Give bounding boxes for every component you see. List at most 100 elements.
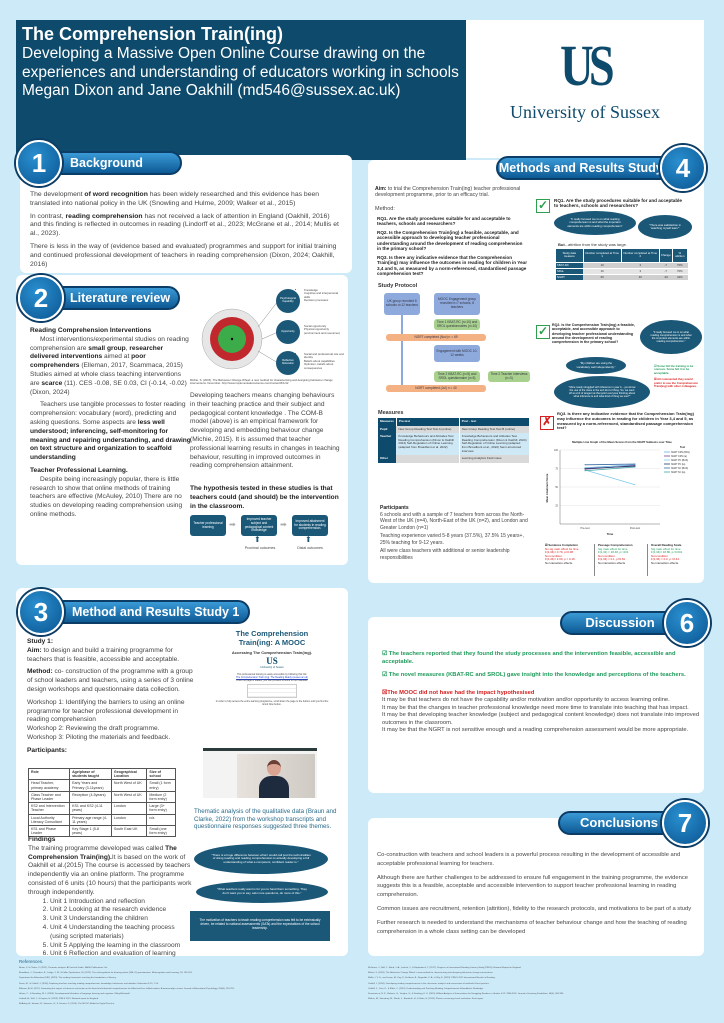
- mooc-menu-preview: [247, 684, 297, 698]
- item: Physical opportunity (environment and re…: [304, 328, 344, 335]
- table-cell: 70%: [672, 261, 688, 269]
- quote-bubble: "More ready struggled with inference in …: [554, 376, 650, 408]
- cross-icon: ✗: [540, 412, 554, 430]
- table-cell: Knowledge Behaviours and Attitudes Test …: [396, 433, 460, 456]
- text: Teaching experience varied 5-8 years (37…: [380, 533, 524, 546]
- quote-bubble: "It really focused me in on what reading…: [640, 320, 702, 354]
- stat-line: No interaction effects.: [651, 560, 679, 565]
- quote-bubble: "My children are using the vocabulary we…: [566, 357, 626, 374]
- text: Most interventions/experimental studies …: [30, 335, 189, 352]
- study-protocol-flowchart: UK group recruited 6 schools n=12 teache…: [378, 293, 530, 403]
- legend-label: NGRT SC (BAS): [671, 467, 688, 470]
- reference-item: McAuley, A., Stewart, B., Siemens, G., &…: [19, 1003, 115, 1006]
- table-cell: Teacher: [378, 433, 397, 456]
- legend-label: NGRT CRS (BAS): [671, 451, 690, 454]
- mooc-link[interactable]: The Comprehension Train (ing): The Readi…: [236, 676, 308, 679]
- chart-title: Multiple Line Graph of the Mean Scores f…: [572, 440, 672, 444]
- tpl-text: Despite being increasingly popular, ther…: [30, 475, 183, 518]
- stat-line: F(1,34) = 0.0, p =0.44.: [651, 557, 680, 562]
- table-cell: Other: [378, 455, 397, 463]
- workshop: Workshop 1: Identifying the barriers to …: [27, 698, 185, 724]
- university-logo: US University of Sussex: [466, 20, 704, 158]
- item: Social opportunity: [304, 324, 344, 328]
- method-heading: Method:: [375, 206, 395, 212]
- item: Beliefs about capabilities: [304, 359, 344, 363]
- stat-title: Passage Comprehension: [598, 543, 633, 547]
- workshop: Workshop 2: Reviewing the draft programm…: [27, 725, 160, 733]
- table-cell: South East UK: [110, 825, 148, 838]
- table-cell: 70%: [672, 267, 688, 275]
- flow-label: Proximal outcomes: [244, 546, 276, 550]
- reference-item: Braun, V. & Clarke, V. (2022). Thematic …: [19, 967, 108, 969]
- outcomes-flow: Teacher professional learning ➡ Improved…: [190, 515, 340, 555]
- text: has been widely researched and this evid…: [30, 191, 320, 207]
- connector: [401, 341, 403, 385]
- reference-item: Dixon, M., & Oakhill, J. (2024). Explori…: [19, 982, 159, 985]
- rq1-result: RQ1. Are the study procedures suitable f…: [554, 198, 682, 209]
- item: Decision processes: [304, 298, 344, 302]
- discussion-point: It may be that developing teacher knowle…: [382, 712, 700, 726]
- quote-bubble: "What teachers really want is for you to…: [196, 881, 328, 903]
- section-header-conclusions: Conclusions 7: [558, 800, 708, 846]
- rq3-result: RQ3. Is there any indicative evidence th…: [557, 411, 694, 431]
- check-icon: ✓: [536, 324, 550, 339]
- unit-item: Unit 4 Understanding the teaching proces…: [50, 924, 193, 942]
- column-header: Measures: [378, 418, 397, 426]
- poster-title: The Comprehension Train(ing): [22, 24, 284, 44]
- reference-item: Oakhill, J. (2016). Developing reading c…: [368, 982, 490, 985]
- table-cell: SRoL: [556, 267, 584, 275]
- series-line-5: [584, 466, 636, 472]
- mooc-heading: Accessing The Comprehension Train(ing).: [231, 650, 313, 655]
- protocol-box: MOOC Engagement group recruited n=7 scho…: [434, 293, 480, 315]
- findings-heading: Findings: [28, 836, 56, 843]
- y-tick-label: 100: [554, 449, 559, 452]
- text-bold: poor comprehenders: [30, 353, 146, 370]
- protocol-box: Time 2 Teacher interviews (n=3): [488, 371, 530, 382]
- study2-panel: Aim: to trial the Comprehension Train(in…: [368, 160, 704, 583]
- aim-label: Aim:: [375, 186, 387, 192]
- reference-item: Walker, M., Sainsbury, M., Worth, J., Ba…: [368, 998, 484, 1001]
- table-cell: Key Stage 1 (5-8 years): [69, 825, 112, 838]
- section-title: Method and Results Study 1: [50, 600, 250, 624]
- column-header: Study data measure: [556, 249, 584, 263]
- quote-bubble: "There is a huge difference between what…: [194, 844, 328, 874]
- reference-item: Mullis, I. V. S., von Davier, M., Foy, P…: [368, 977, 496, 980]
- table-cell: Early Years and Primary (3-11years): [69, 779, 112, 792]
- theme-box: The motivation of teachers to teach read…: [190, 911, 330, 941]
- section-title: Discussion: [560, 611, 680, 635]
- stat-line: F(1,34)= 0.79, p=0.38.: [545, 550, 574, 555]
- com-b-caption: Michie, S. (2015). The Behaviour Change …: [190, 378, 333, 386]
- background-p3: There is less in the way of (evidence ba…: [30, 242, 337, 268]
- text: has not received a lack of attention in …: [30, 212, 339, 238]
- text: ..attrition from the study was large.: [565, 242, 627, 247]
- stat-line: No sig main effect for time: [545, 546, 579, 551]
- table-cell: NGRT: [556, 274, 584, 281]
- com-b-diagram: Psychological Capability Opportunity Ref…: [200, 287, 344, 377]
- thematic-text: Thematic analysis of the qualitative dat…: [194, 808, 337, 830]
- item: Knowledge: [304, 288, 344, 292]
- text-bold: But.: [558, 242, 566, 247]
- background-p2: In contrast, reading comprehension has n…: [30, 213, 342, 239]
- text: (11). CES -0.08, SE 0.03, CI (-0.14, -0.…: [30, 379, 187, 396]
- poster-header: The Comprehension Train(ing) Developing …: [16, 20, 466, 160]
- stat-line: Not condition.: [598, 553, 616, 558]
- text: co- construction of the programme with a…: [27, 668, 194, 693]
- discussion-text: ☑ The teachers reported that they found …: [382, 651, 700, 735]
- table-cell: 10: [583, 267, 622, 275]
- finding-negative: ☒The MOOC did not have had the impact hy…: [382, 689, 535, 696]
- reference-item: Oakhill, J., Cain, K., & Elbro, C. (2015…: [368, 987, 484, 990]
- table-cell: 3: [621, 261, 660, 269]
- discussion-point: It may be that the NGRT is not sensitive…: [382, 727, 689, 733]
- conclusion-paragraph: Common issues are recruitment, retention…: [377, 905, 692, 912]
- section-number: 3: [18, 589, 64, 635]
- stat-line: No interaction effects.: [545, 560, 573, 565]
- stat-line: Not condition.: [545, 553, 563, 558]
- quote-bubble: "There was satisfaction in 'watching mys…: [638, 215, 692, 239]
